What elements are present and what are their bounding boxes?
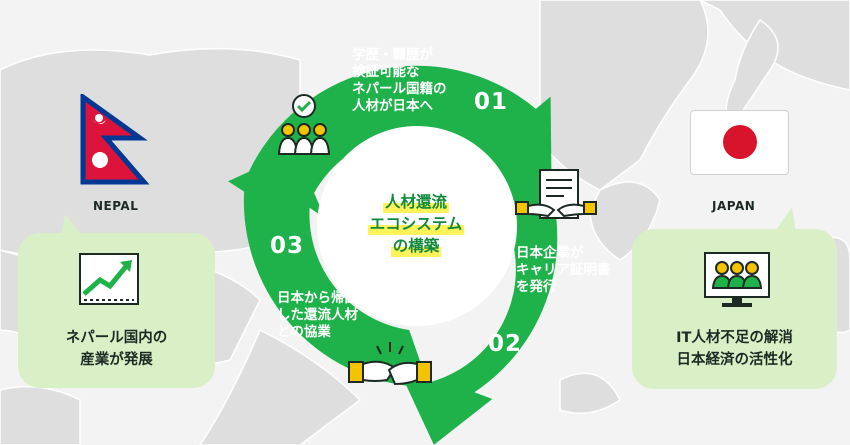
center-title-line-3: の構築 xyxy=(390,235,442,257)
nepal-flag-icon xyxy=(80,94,150,185)
japan-bubble-line: IT人材不足の解消 xyxy=(676,330,793,346)
nepal-bubble-text: ネパール国内の 産業が発展 xyxy=(18,327,215,371)
segment-01-line: 学歴・職歴が xyxy=(352,47,433,63)
people-check-icon xyxy=(277,94,331,155)
segment-01-text: 学歴・職歴が 検証可能な ネパール国籍の 人材が日本へ xyxy=(352,47,447,115)
nepal-label: NEPAL xyxy=(93,199,139,213)
video-meeting-icon xyxy=(704,252,770,307)
japan-bubble-text: IT人材不足の解消 日本経済の活性化 xyxy=(632,327,837,371)
ring-segment-03 xyxy=(228,150,430,388)
center-title: 人材還流 エコシステム の構築 xyxy=(360,191,472,257)
japan-bubble-line: 日本経済の活性化 xyxy=(676,352,793,368)
segment-03-text: 日本から帰国 した還流人材 との協業 xyxy=(277,290,358,341)
segment-03-line: した還流人材 xyxy=(277,307,358,323)
segment-02-line: キャリア証明書 xyxy=(516,262,611,278)
segment-02-line: を発行 xyxy=(516,279,557,295)
center-title-line-2: エコシステム xyxy=(367,213,465,235)
center-title-line-1: 人材還流 xyxy=(382,191,449,213)
segment-03-line: 日本から帰国 xyxy=(277,290,358,306)
nepal-bubble-line: ネパール国内の xyxy=(65,330,168,346)
segment-01-number: 01 xyxy=(474,89,509,115)
certificate-handshake-icon xyxy=(515,169,597,219)
japan-flag-icon xyxy=(690,110,789,175)
nepal-bubble-tail xyxy=(61,214,83,236)
segment-01-line: ネパール国籍の xyxy=(352,81,447,97)
japan-bubble-tail xyxy=(774,207,796,233)
segment-02-text: 日本企業が キャリア証明書 を発行 xyxy=(516,245,611,296)
segment-02-line: 日本企業が xyxy=(516,245,584,261)
segment-03-line: との協業 xyxy=(277,324,331,340)
handshake-icon xyxy=(348,342,432,386)
segment-03-number: 03 xyxy=(270,233,305,259)
nepal-bubble-line: 産業が発展 xyxy=(80,352,153,368)
growth-chart-icon xyxy=(79,253,139,305)
segment-01-line: 検証可能な xyxy=(352,64,420,80)
segment-02-number: 02 xyxy=(488,331,523,357)
japan-label: JAPAN xyxy=(712,199,756,213)
segment-01-line: 人材が日本へ xyxy=(352,98,433,114)
